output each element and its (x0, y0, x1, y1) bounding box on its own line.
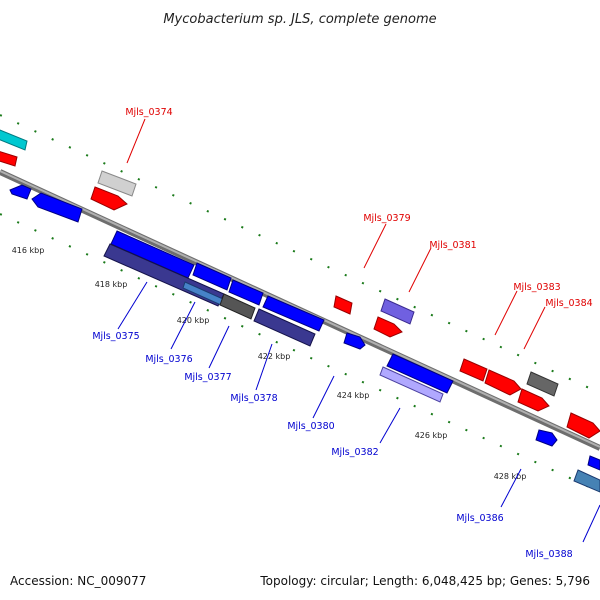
gene-red-edge (566, 412, 600, 439)
gene-label-fwd: Mjls_0374 (125, 107, 172, 118)
tick-label: 424 kbp (337, 391, 370, 400)
tick-dots (0, 114, 600, 493)
forward-gene-labels: Mjls_0374 Mjls_0379 Mjls_0381 Mjls_0383 … (125, 107, 593, 350)
gene-label-fwd: Mjls_0381 (429, 240, 476, 251)
gene-red (0, 151, 18, 167)
gene-blue-0388 (587, 455, 600, 471)
gene-blue-0376a (192, 262, 232, 291)
gene-red-0379 (333, 295, 353, 315)
gene-grey-0377 (219, 293, 256, 320)
gene-blue-0377 (228, 279, 264, 306)
genome-summary-text: Topology: circular; Length: 6,048,425 bp… (259, 574, 590, 588)
gene-cyan (0, 129, 28, 151)
gene-red-0374 (90, 186, 128, 211)
gene-label-rev: Mjls_0378 (230, 393, 277, 404)
gene-blue-0382 (386, 353, 454, 394)
gene-lavender-0382 (379, 366, 444, 403)
gene-label-rev: Mjls_0375 (92, 331, 139, 342)
gene-blue-0386 (535, 429, 558, 447)
gene-blue-small (9, 184, 32, 200)
tick-label: 428 kbp (494, 472, 527, 481)
tick-label: 426 kbp (415, 431, 448, 440)
gene-red-0381 (373, 316, 403, 338)
gene-label-rev: Mjls_0382 (331, 447, 378, 458)
reverse-gene-labels: Mjls_0375 Mjls_0376 Mjls_0377 Mjls_0378 … (92, 281, 600, 560)
gene-label-rev: Mjls_0388 (525, 549, 572, 560)
tick-label: 422 kbp (258, 352, 291, 361)
tick-label: 418 kbp (95, 280, 128, 289)
gene-steel-0388 (573, 469, 600, 493)
gene-red-0383b (484, 369, 522, 396)
gene-navy-0378 (253, 308, 316, 347)
gene-grey-0374 (97, 170, 137, 197)
gene-features (0, 129, 600, 493)
gene-blue-a (31, 192, 83, 223)
gene-label-rev: Mjls_0377 (184, 372, 231, 383)
tick-label: 416 kbp (12, 246, 45, 255)
map-title: Mycobacterium sp. JLS, complete genome (163, 12, 436, 27)
gene-label-rev: Mjls_0380 (287, 421, 334, 432)
gene-red-0384 (517, 388, 550, 412)
tick-label: 420 kbp (177, 316, 210, 325)
gene-label-rev: Mjls_0376 (145, 354, 192, 365)
gene-blue-0380 (343, 332, 366, 350)
gene-red-0383a (459, 358, 488, 382)
gene-grey-0384 (526, 371, 559, 397)
tick-labels: 416 kbp 418 kbp 420 kbp 422 kbp 424 kbp … (12, 246, 527, 481)
accession-text: Accession: NC_009077 (10, 574, 146, 588)
gene-label-fwd: Mjls_0384 (545, 298, 592, 309)
gene-label-fwd: Mjls_0379 (363, 213, 410, 224)
gene-purple-0381 (380, 298, 415, 325)
gene-label-rev: Mjls_0386 (456, 513, 503, 524)
gene-label-fwd: Mjls_0383 (513, 282, 560, 293)
gene-blue-0378 (262, 295, 325, 332)
